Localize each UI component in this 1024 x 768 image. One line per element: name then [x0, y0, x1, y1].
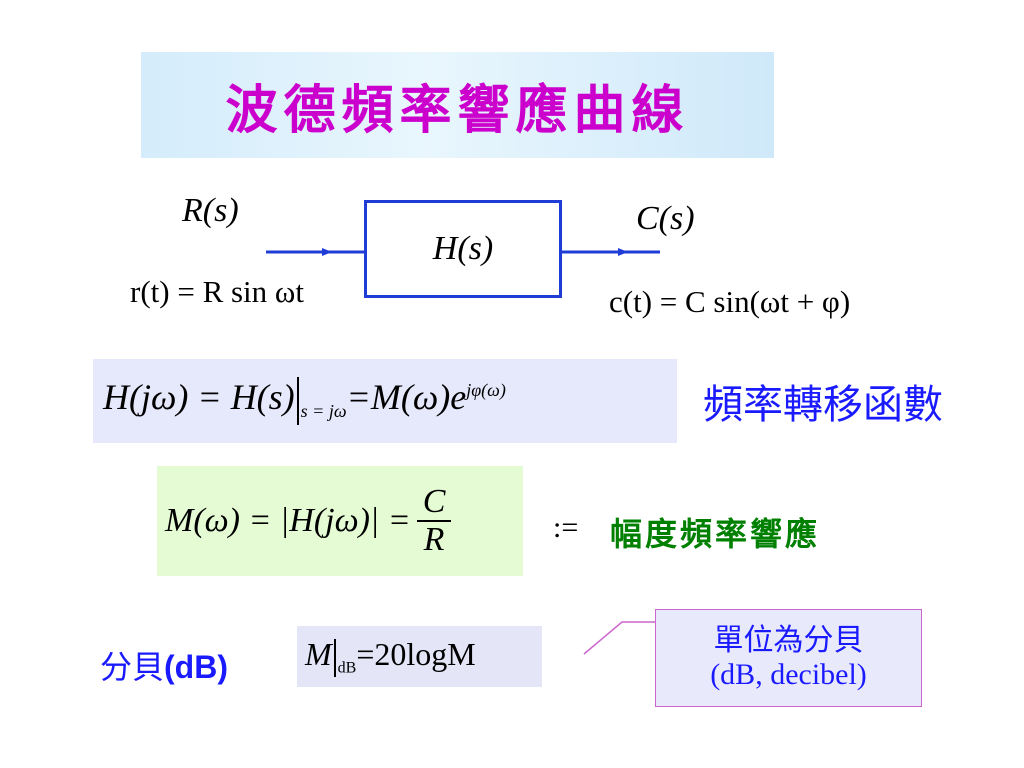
- decibel-label: 分貝(dB): [100, 648, 228, 686]
- input-label: R(s): [182, 192, 239, 229]
- transfer-block: H(s): [364, 200, 562, 298]
- unit-note-box: 單位為分貝 (dB, decibel): [655, 609, 922, 707]
- input-arrow: [266, 248, 364, 256]
- magnitude-equation: M(ω) = |H(jω)| = C R: [165, 476, 452, 566]
- magnitude-fraction: C R: [416, 484, 452, 557]
- frequency-transfer-label: 頻率轉移函數: [703, 382, 943, 428]
- unit-note-line1: 單位為分貝: [713, 622, 864, 658]
- output-label: C(s): [636, 200, 695, 237]
- slide-title: 波德頻率響應曲線: [225, 80, 690, 141]
- frequency-transfer-equation: H(jω) = H(s)s = jω=M(ω)ejφ(ω): [103, 376, 506, 425]
- input-signal: r(t) = R sin ωt: [130, 274, 304, 309]
- callout-leader-line: [583, 621, 656, 655]
- assign-symbol: :=: [553, 511, 579, 544]
- output-signal: c(t) = C sin(ωt + φ): [609, 284, 851, 319]
- frequency-transfer-equation-box: H(jω) = H(s)s = jω=M(ω)ejφ(ω): [93, 359, 677, 443]
- output-arrow: [562, 248, 660, 256]
- unit-note-line2: (dB, decibel): [710, 658, 867, 691]
- magnitude-response-label: 幅度頻率響應: [610, 515, 821, 553]
- title-banner: 波德頻率響應曲線: [141, 52, 774, 158]
- transfer-function-label: H(s): [432, 230, 494, 267]
- magnitude-equation-box: M(ω) = |H(jω)| = C R: [157, 466, 523, 576]
